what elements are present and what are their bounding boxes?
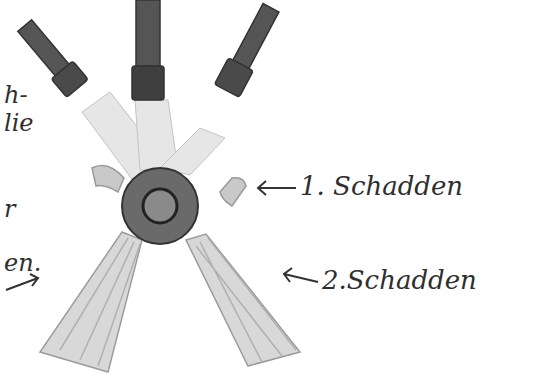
torch <box>14 0 283 100</box>
handwritten-label: 1. Schadden <box>300 172 463 201</box>
second-shadow <box>40 232 300 372</box>
handwritten-label: en. <box>4 250 41 276</box>
ball <box>122 168 198 244</box>
handwritten-label: r <box>4 196 15 222</box>
handwritten-label: 2.Schadden <box>322 266 477 295</box>
handwritten-label: h- <box>4 82 28 108</box>
pointer-arrow <box>6 181 318 290</box>
handwritten-label: lie <box>4 110 34 136</box>
